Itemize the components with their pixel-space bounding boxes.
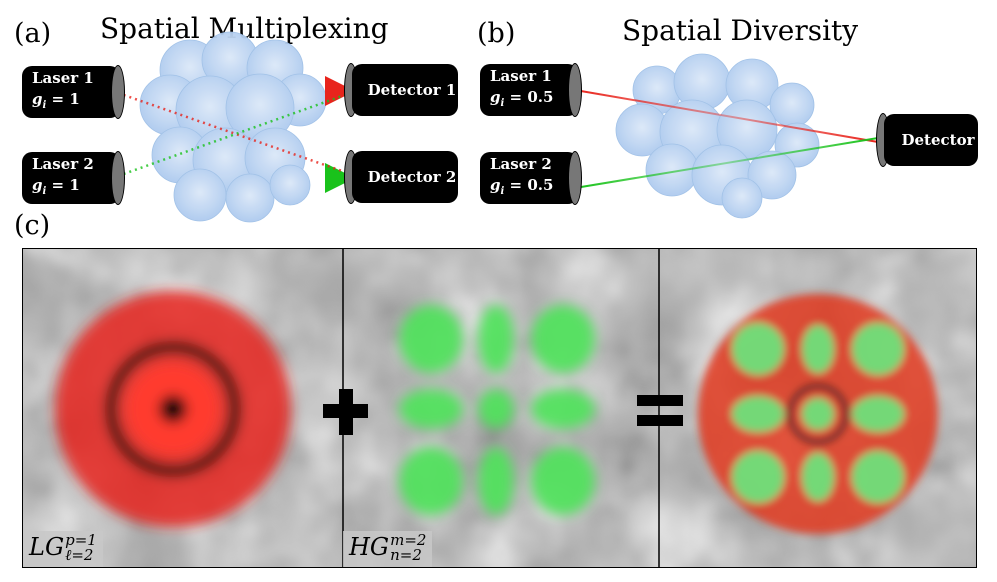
detector-2: Detector 2 (352, 151, 458, 203)
laser-1-a-name: Laser 1 (32, 69, 94, 87)
laser-1-a-lens (111, 65, 125, 119)
lg-mode-pattern (55, 291, 291, 527)
laser-2-b-lens (568, 151, 582, 205)
equals-symbol (637, 395, 683, 426)
panel-c-label: (c) (14, 210, 51, 241)
detector-b: Detector (884, 114, 978, 166)
cloud-b (615, 53, 820, 219)
beams-a (117, 76, 355, 193)
detector-1: Detector 1 (352, 64, 458, 116)
laser-2-a-gain: gi = 1 (32, 176, 80, 197)
laser-1-a: Laser 1 gi = 1 (22, 66, 120, 118)
plus-symbol (323, 389, 368, 435)
laser-2-b-gain: gi = 0.5 (490, 176, 554, 197)
panel-b-title: Spatial Diversity (622, 14, 859, 47)
laser-2-a-lens (111, 151, 125, 205)
panel-b-label: (b) (477, 18, 516, 49)
laser-1-b-name: Laser 1 (490, 67, 552, 85)
hg-mode-pattern (399, 305, 595, 515)
laser-1-b-lens (568, 63, 582, 117)
beams-b (574, 89, 879, 189)
laser-2-a-name: Laser 2 (32, 155, 94, 173)
laser-2-b: Laser 2 gi = 0.5 (480, 152, 578, 204)
laser-1-b: Laser 1 gi = 0.5 (480, 64, 578, 116)
mode-images (23, 249, 976, 567)
detector-1-label: Detector 1 (367, 80, 457, 99)
laser-1-a-gain: gi = 1 (32, 90, 80, 111)
laser-1-b-gain: gi = 0.5 (490, 88, 554, 109)
laser-2-a: Laser 2 gi = 1 (22, 152, 120, 204)
combined-mode-pattern (698, 294, 938, 534)
detector-2-label: Detector 2 (367, 167, 457, 186)
panel-a-label: (a) (14, 18, 52, 49)
detector-b-label: Detector (901, 130, 975, 149)
laser-2-b-name: Laser 2 (490, 155, 552, 173)
